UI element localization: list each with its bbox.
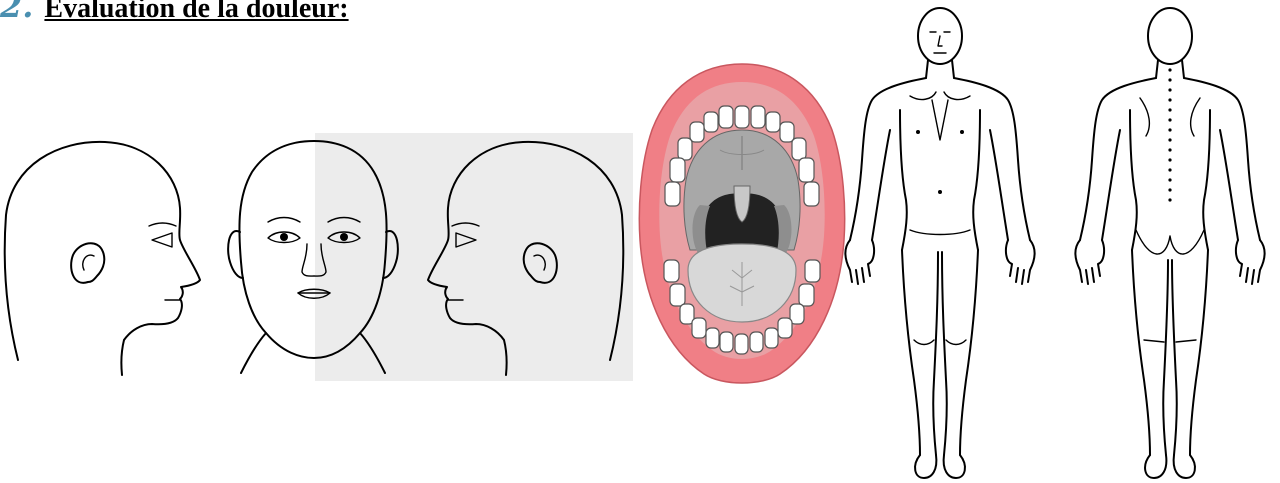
body-back-icon[interactable] <box>1075 8 1264 478</box>
head-left-profile-icon[interactable] <box>5 142 200 375</box>
open-mouth-icon[interactable] <box>639 64 844 383</box>
shaded-panel <box>315 133 633 381</box>
body-front-icon[interactable] <box>845 8 1034 478</box>
